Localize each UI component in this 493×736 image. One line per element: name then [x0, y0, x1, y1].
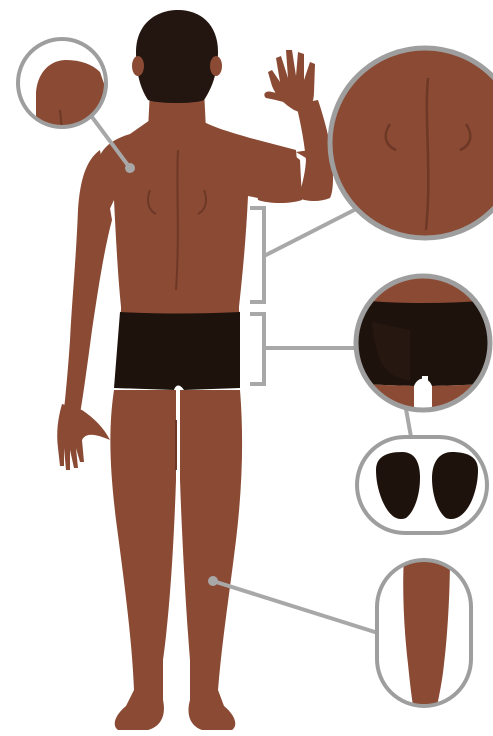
calf-dot	[208, 576, 218, 586]
right-leg	[180, 390, 242, 730]
upper-back-callout	[330, 46, 493, 250]
left-hand	[57, 404, 110, 470]
figure	[57, 10, 333, 730]
left-leg	[110, 390, 176, 730]
buttock-pads-callout	[357, 437, 487, 533]
shoulder-callout	[18, 39, 120, 130]
calf-connector	[213, 581, 378, 633]
buttocks-callout	[350, 270, 493, 420]
underwear	[114, 312, 240, 390]
upper-back-bracket	[250, 208, 264, 302]
right-hand	[268, 50, 315, 114]
left-ear	[132, 56, 144, 76]
shoulder-dot	[125, 163, 135, 173]
left-arm	[64, 150, 112, 414]
buttocks-bracket	[250, 314, 264, 384]
right-ear	[210, 56, 222, 76]
shoulder-zoom	[36, 60, 120, 130]
back-connector	[264, 206, 362, 256]
calf-callout	[377, 556, 471, 712]
hair	[136, 10, 218, 103]
brackets	[250, 208, 264, 384]
